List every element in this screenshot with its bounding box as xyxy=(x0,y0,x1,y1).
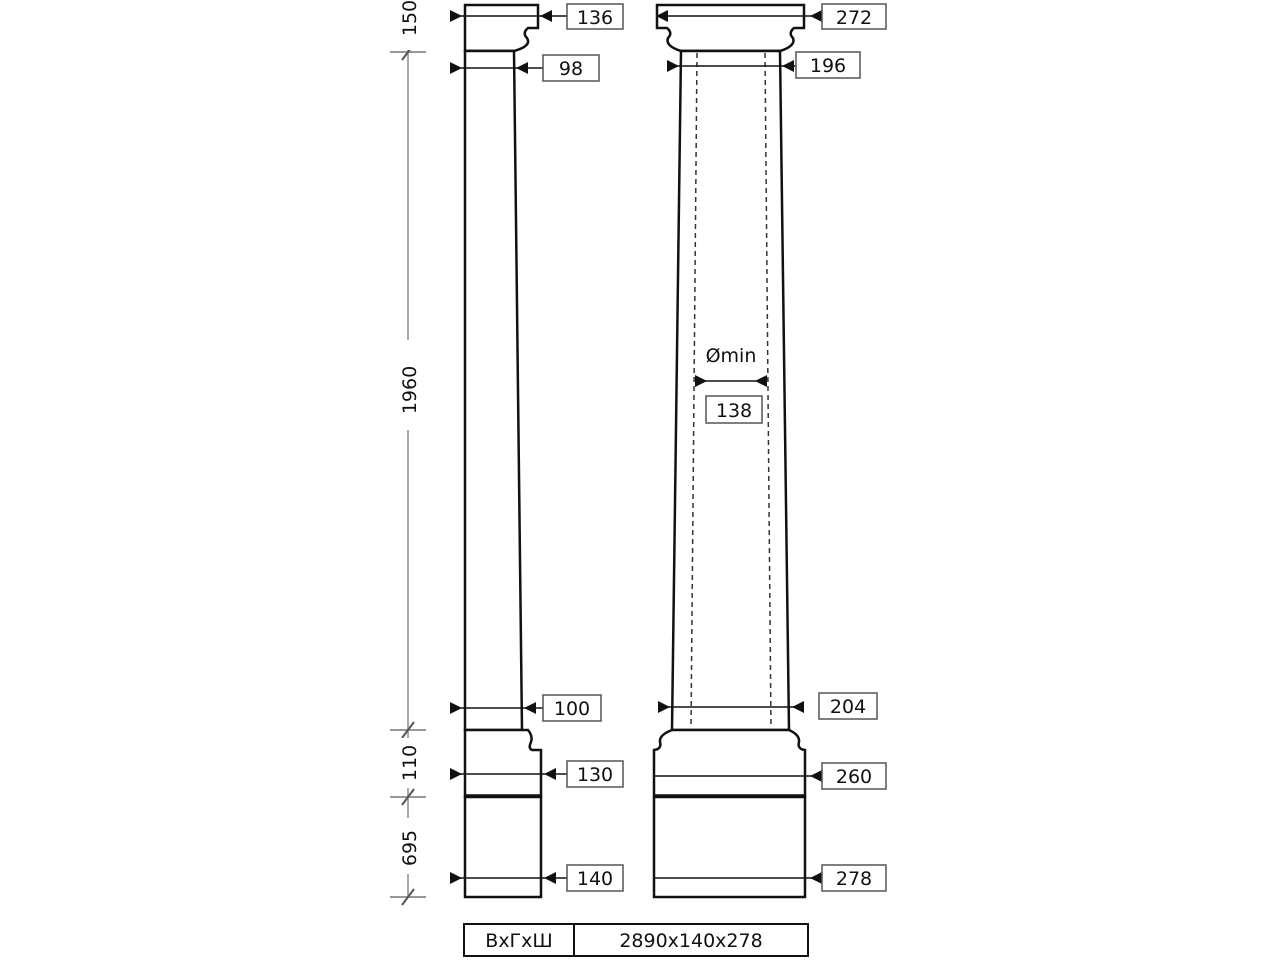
front-dim-base-value: 278 xyxy=(836,868,872,890)
height-cornice-label: 150 xyxy=(399,0,421,36)
front-cornice xyxy=(655,3,806,53)
side-cornice xyxy=(463,3,540,53)
front-dim-shaft-top: 196 xyxy=(795,51,861,79)
arrow-left xyxy=(450,872,462,884)
side-dim-plinth-value: 130 xyxy=(577,764,613,786)
front-dim-cornice: 272 xyxy=(821,3,887,30)
side-view-pilaster xyxy=(463,3,543,899)
front-base xyxy=(652,795,807,899)
spec-table-value: 2890x140x278 xyxy=(619,930,762,952)
side-dim-shaft-top: 98 xyxy=(542,54,600,82)
front-shaft xyxy=(670,49,791,732)
spec-table: ВхГхШ 2890x140x278 xyxy=(463,923,809,957)
side-dim-shaft-bottom-value: 100 xyxy=(554,698,590,720)
inner-diameter-label: Ømin xyxy=(706,345,757,367)
side-plinth xyxy=(463,728,543,799)
height-shaft-label: 1960 xyxy=(399,366,421,414)
front-dim-plinth-value: 260 xyxy=(836,766,872,788)
side-shaft xyxy=(463,49,524,732)
front-dim-shaft-bottom-value: 204 xyxy=(830,696,866,718)
front-dim-shaft-bottom: 204 xyxy=(818,692,878,720)
front-dim-base: 278 xyxy=(821,864,887,892)
front-arrow-marks xyxy=(656,10,822,884)
front-dim-shaft-top-value: 196 xyxy=(810,55,846,77)
front-dim-cornice-value: 272 xyxy=(836,7,872,29)
front-measure-lines xyxy=(654,15,822,879)
height-plinth-label: 110 xyxy=(399,745,421,781)
side-dim-cornice: 136 xyxy=(566,3,624,30)
spec-table-label: ВхГхШ xyxy=(485,930,552,952)
side-dim-base-value: 140 xyxy=(577,868,613,890)
side-dim-cornice-value: 136 xyxy=(577,7,613,29)
side-arrow-marks xyxy=(450,10,556,884)
side-dim-shaft-bottom: 100 xyxy=(542,694,602,722)
inner-diameter-value: 138 xyxy=(716,400,752,422)
side-dim-plinth: 130 xyxy=(566,760,624,788)
front-plinth xyxy=(652,728,807,799)
side-dim-shaft-top-value: 98 xyxy=(559,58,583,80)
inner-diameter-callout: Ømin 138 xyxy=(695,345,767,424)
front-view-pilaster xyxy=(652,3,807,899)
front-dim-plinth: 260 xyxy=(821,762,887,790)
side-dim-base: 140 xyxy=(566,864,624,892)
side-base xyxy=(463,795,543,899)
front-inner-bore xyxy=(690,52,772,729)
height-base-label: 695 xyxy=(399,830,421,866)
